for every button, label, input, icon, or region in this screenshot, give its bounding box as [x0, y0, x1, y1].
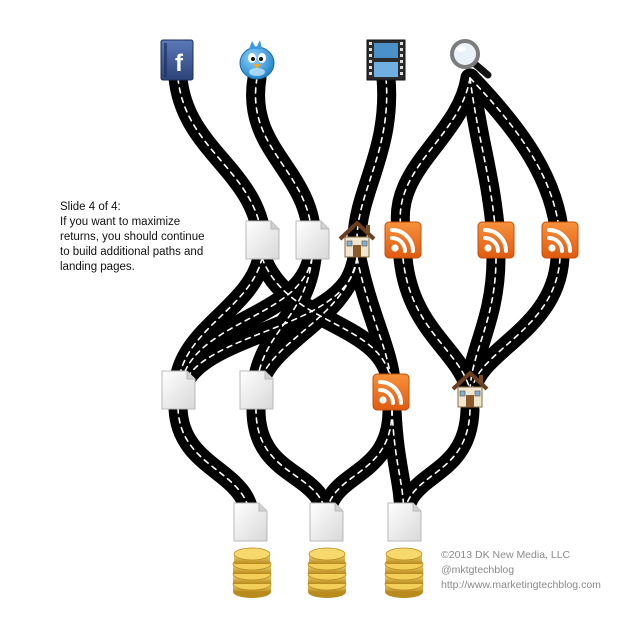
copyright-text: ©2013 DK New Media, LLC: [441, 549, 571, 561]
twitter-bird-icon: [239, 40, 275, 80]
coin-stack-icon: [232, 547, 272, 599]
landing-page-icon: [233, 502, 268, 542]
facebook-letter: f: [175, 50, 184, 77]
caption-line: to build additional paths and: [60, 246, 204, 258]
landing-page-icon: [239, 370, 274, 410]
road-rss-1-to-house-2: [393, 248, 480, 400]
slide-caption: Slide 4 of 4: If you want to maximize re…: [60, 200, 230, 275]
film-strip-icon: [366, 39, 406, 81]
landing-page-icon: [245, 220, 280, 260]
rss-icon: [371, 372, 411, 412]
landing-page-icon: [309, 502, 344, 542]
rss-icon: [540, 220, 580, 260]
website-url: http://www.marketingtechblog.com: [441, 579, 601, 591]
caption-line: returns, you should continue: [60, 231, 205, 243]
credits: ©2013 DK New Media, LLC @mktgtechblog ht…: [441, 548, 601, 593]
coin-stack-icon: [307, 547, 347, 599]
twitter-handle: @mktgtechblog: [441, 564, 515, 576]
caption-line: Slide 4 of 4:: [60, 201, 121, 213]
landing-page-icon: [387, 502, 422, 542]
coin-stack-icon: [384, 547, 424, 599]
road-film-to-house-1: [347, 68, 397, 248]
road-search-to-rss-1: [390, 68, 480, 248]
magnifying-glass-icon: [450, 39, 492, 79]
landing-page-icon: [295, 220, 330, 260]
facebook-icon: f: [160, 39, 194, 81]
landing-page-icon: [161, 370, 196, 410]
rss-icon: [476, 220, 516, 260]
caption-line: landing pages.: [60, 261, 135, 273]
caption-line: If you want to maximize: [60, 216, 181, 228]
road-network: [168, 68, 570, 530]
rss-icon: [383, 220, 423, 260]
